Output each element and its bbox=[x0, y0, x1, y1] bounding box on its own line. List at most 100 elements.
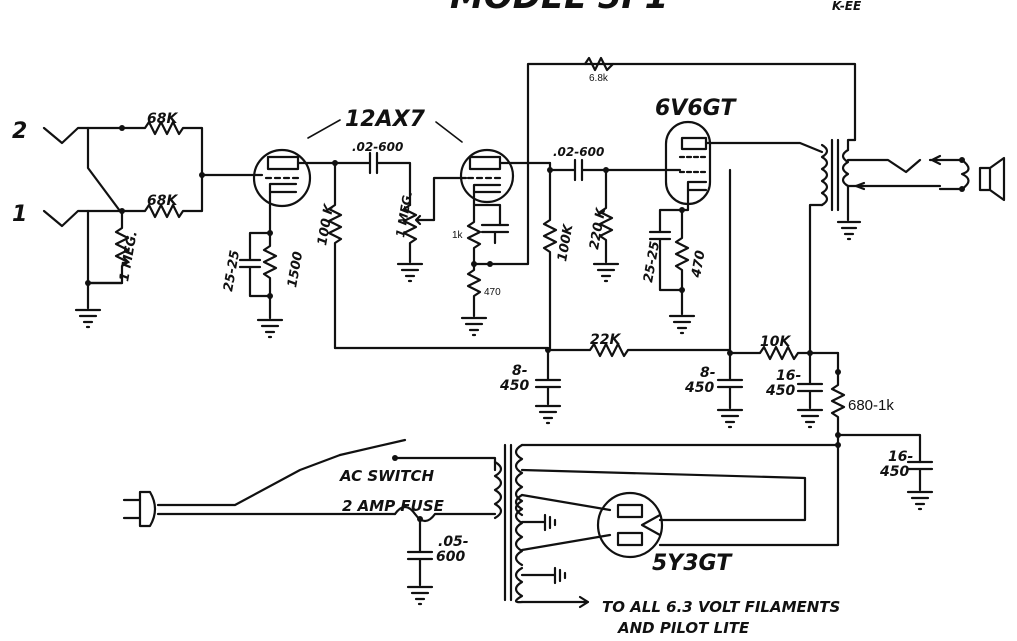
svg-text:16-: 16- bbox=[776, 368, 801, 384]
ground-symbol bbox=[836, 220, 862, 241]
jack-switch-contact-2 bbox=[86, 126, 122, 213]
high-voltage-tap bbox=[520, 433, 840, 447]
jack-1-number: 1 bbox=[12, 202, 27, 227]
ground-symbol bbox=[668, 314, 696, 335]
tube-5y3gt bbox=[596, 491, 664, 559]
capacitor-cathode2 bbox=[480, 223, 510, 245]
capacitor-05-600-line: .05- 600 bbox=[406, 517, 469, 587]
ground-symbol bbox=[406, 585, 434, 606]
draftsman-initials: K-EE bbox=[832, 0, 862, 13]
ground-symbol bbox=[256, 318, 284, 339]
svg-text:1k: 1k bbox=[452, 230, 464, 241]
schematic-title: MODEL 5F1 bbox=[450, 0, 668, 17]
center-tap-ground-filament bbox=[520, 566, 567, 585]
ac-switch: AC SWITCH bbox=[338, 438, 497, 485]
svg-text:8-: 8- bbox=[700, 365, 716, 381]
speaker-icon bbox=[978, 156, 1006, 202]
fuse-label: 2 AMP FUSE bbox=[342, 497, 445, 515]
svg-text:68K: 68K bbox=[147, 193, 178, 209]
resistor-68k-input-2: 68K bbox=[120, 111, 204, 177]
resistor-100k-plate2: 100K bbox=[542, 168, 577, 352]
ground-symbol bbox=[796, 408, 824, 429]
svg-text:100 K: 100 K bbox=[315, 202, 337, 247]
power-plug-icon bbox=[122, 453, 397, 528]
filaments-note-line2: AND PILOT LITE bbox=[617, 619, 750, 637]
rectifier-filament-wires bbox=[520, 493, 612, 552]
svg-text:16-: 16- bbox=[888, 449, 913, 465]
resistor-68k-input-1: 68K bbox=[120, 173, 204, 219]
svg-text:1 MEG.: 1 MEG. bbox=[117, 230, 141, 283]
ground-symbol bbox=[396, 262, 424, 283]
speaker-jack bbox=[846, 158, 942, 191]
svg-text:8-: 8- bbox=[512, 363, 528, 379]
svg-text:68K: 68K bbox=[147, 111, 178, 127]
svg-text:450: 450 bbox=[684, 380, 714, 396]
svg-text:220 K: 220 K bbox=[587, 206, 609, 251]
capacitor-16-450-filter3: 16- 450 bbox=[765, 351, 824, 410]
resistor-6-8k-feedback-added: 6.8k bbox=[583, 56, 615, 84]
ac-switch-label: AC SWITCH bbox=[339, 467, 435, 485]
svg-text:470: 470 bbox=[689, 249, 709, 279]
output-transformer bbox=[808, 138, 857, 354]
tube-label-leaders bbox=[307, 119, 463, 143]
svg-text:10K: 10K bbox=[760, 334, 791, 350]
resistor-10k-dropping: 10K bbox=[728, 334, 840, 361]
resistor-470-cathode-power: 470 bbox=[674, 208, 709, 292]
hv-secondary-wire bbox=[520, 468, 807, 522]
resistor-22k-dropping: 22K bbox=[546, 332, 732, 358]
ground-symbol bbox=[460, 316, 488, 337]
svg-text:1500: 1500 bbox=[285, 250, 306, 288]
resistor-100k-plate1: 100 K bbox=[315, 161, 343, 350]
resistor-680-1k-added: 680-1k bbox=[830, 370, 922, 464]
svg-text:.02-600: .02-600 bbox=[352, 140, 403, 154]
resistor-1k-cathode2-added: 1k bbox=[452, 203, 482, 266]
power-transformer bbox=[493, 443, 524, 604]
jack-switch-contact-1 bbox=[86, 209, 124, 285]
tube-12ax7-stage2 bbox=[459, 148, 552, 204]
tube-6v6gt-label: 6V6GT bbox=[655, 96, 737, 121]
center-tap-ground-hv bbox=[520, 513, 557, 532]
capacitor-25-25-cathode-power: 25-25 bbox=[641, 240, 663, 284]
ground-symbol bbox=[534, 404, 562, 425]
svg-text:100K: 100K bbox=[555, 223, 576, 263]
fuse-2-amp: 2 AMP FUSE bbox=[342, 497, 497, 523]
tube-12ax7-stage1 bbox=[252, 148, 337, 208]
svg-text:25-25: 25-25 bbox=[221, 249, 243, 293]
resistor-470-cathode2-added: 470 bbox=[466, 262, 501, 318]
svg-text:.05-: .05- bbox=[438, 534, 469, 550]
svg-text:.02-600: .02-600 bbox=[553, 145, 604, 159]
resistor-220k-grid: 220 K bbox=[587, 168, 614, 264]
ground-symbol bbox=[716, 408, 744, 429]
input-jack-1: 1 bbox=[12, 202, 124, 228]
capacitor-02-600-coupling1: .02-600 bbox=[333, 140, 412, 207]
input-jack-2: 2 bbox=[12, 119, 124, 145]
capacitor-25-25-cathode1: 25-25 bbox=[221, 231, 272, 298]
svg-text:600: 600 bbox=[436, 549, 465, 565]
capacitor-8-450-filter1: 8- 450 bbox=[499, 348, 562, 406]
potentiometer-1meg-volume: 1 MEG. bbox=[393, 176, 468, 264]
capacitor-02-600-coupling2: .02-600 bbox=[548, 145, 682, 182]
tube-12ax7-label: 12AX7 bbox=[345, 107, 426, 132]
svg-text:450: 450 bbox=[499, 378, 529, 394]
svg-text:680-1k: 680-1k bbox=[848, 397, 894, 414]
ground-symbol bbox=[74, 308, 102, 329]
filament-supply-arrow bbox=[520, 595, 590, 609]
feedback-loop-wire bbox=[472, 62, 857, 266]
jack-2-number: 2 bbox=[12, 119, 27, 144]
ground-symbol bbox=[906, 490, 934, 511]
rectifier-output-wire bbox=[658, 443, 840, 547]
svg-text:450: 450 bbox=[765, 383, 795, 399]
resistor-1500-cathode1: 1500 bbox=[262, 231, 306, 320]
svg-text:470: 470 bbox=[484, 287, 501, 298]
ground-symbol bbox=[592, 262, 620, 283]
tube-6v6gt bbox=[664, 120, 824, 206]
tube-5y3gt-label: 5Y3GT bbox=[652, 551, 733, 576]
capacitor-8-450-filter2: 8- 450 bbox=[684, 351, 744, 410]
svg-text:25-25: 25-25 bbox=[641, 240, 663, 284]
svg-text:22K: 22K bbox=[590, 332, 621, 348]
svg-text:450: 450 bbox=[879, 464, 909, 480]
capacitor-16-450-filter4: 16- 450 bbox=[879, 449, 934, 492]
filaments-note-line1: TO ALL 6.3 VOLT FILAMENTS bbox=[602, 598, 840, 616]
resistor-1meg-grid-leak: 1 MEG. bbox=[86, 209, 141, 310]
